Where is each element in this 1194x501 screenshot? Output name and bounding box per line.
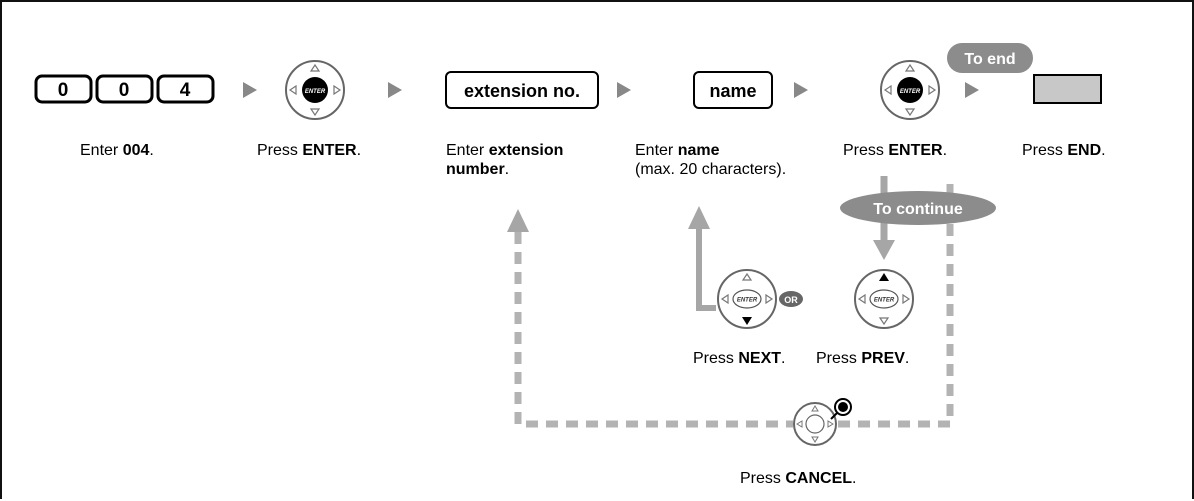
dashed-loop (514, 178, 954, 428)
caption-press-cancel: Press CANCEL. (740, 470, 857, 487)
continue-arrow-head (873, 240, 895, 260)
step-arrow-5 (965, 82, 979, 98)
step-arrow-1 (243, 82, 257, 98)
caption-enter-extension: Enter extension number. (446, 142, 564, 178)
enter-button-2[interactable]: ENTER (880, 60, 940, 120)
svg-text:4: 4 (180, 80, 191, 101)
key-4[interactable]: 4 (156, 74, 215, 104)
caption-press-enter-2: Press ENTER. (843, 142, 948, 159)
loop-up-arrow-left (507, 209, 529, 232)
enter-button-1[interactable]: ENTER (285, 60, 345, 120)
cancel-key-icon (830, 398, 852, 420)
extension-number-box: extension no. (445, 71, 599, 109)
step-arrow-2 (388, 82, 402, 98)
end-key[interactable] (1033, 74, 1102, 104)
caption-press-enter-1: Press ENTER. (257, 142, 362, 159)
step-arrow-3 (617, 82, 631, 98)
caption-enter-004: Enter 004. (80, 142, 154, 159)
or-badge: OR (779, 291, 803, 307)
prev-button[interactable]: ENTER (854, 269, 914, 329)
caption-press-end: Press END. (1022, 142, 1106, 159)
key-0-first[interactable]: 0 (34, 74, 93, 104)
step-arrow-4 (794, 82, 808, 98)
name-up-arrow (688, 206, 710, 229)
next-button[interactable]: ENTER (717, 269, 777, 329)
name-box: name (693, 71, 773, 109)
cancel-button[interactable] (793, 402, 837, 446)
svg-text:0: 0 (58, 80, 69, 101)
svg-text:ENTER: ENTER (874, 298, 895, 304)
name-return-line (696, 228, 716, 311)
caption-press-prev: Press PREV. (816, 350, 910, 367)
to-continue-pill: To continue (840, 191, 996, 225)
svg-text:name: name (709, 81, 756, 101)
svg-text:To end: To end (964, 51, 1015, 68)
svg-text:To continue: To continue (873, 201, 963, 218)
caption-enter-name: Enter name (max. 20 characters). (635, 142, 787, 178)
svg-text:0: 0 (119, 80, 130, 101)
caption-press-next: Press NEXT. (693, 350, 786, 367)
svg-text:ENTER: ENTER (737, 298, 758, 304)
svg-text:ENTER: ENTER (305, 89, 326, 95)
svg-text:extension no.: extension no. (464, 81, 580, 101)
to-end-pill: To end (947, 43, 1033, 73)
svg-text:ENTER: ENTER (900, 89, 921, 95)
key-0-second[interactable]: 0 (95, 74, 154, 104)
svg-text:OR: OR (784, 295, 798, 305)
